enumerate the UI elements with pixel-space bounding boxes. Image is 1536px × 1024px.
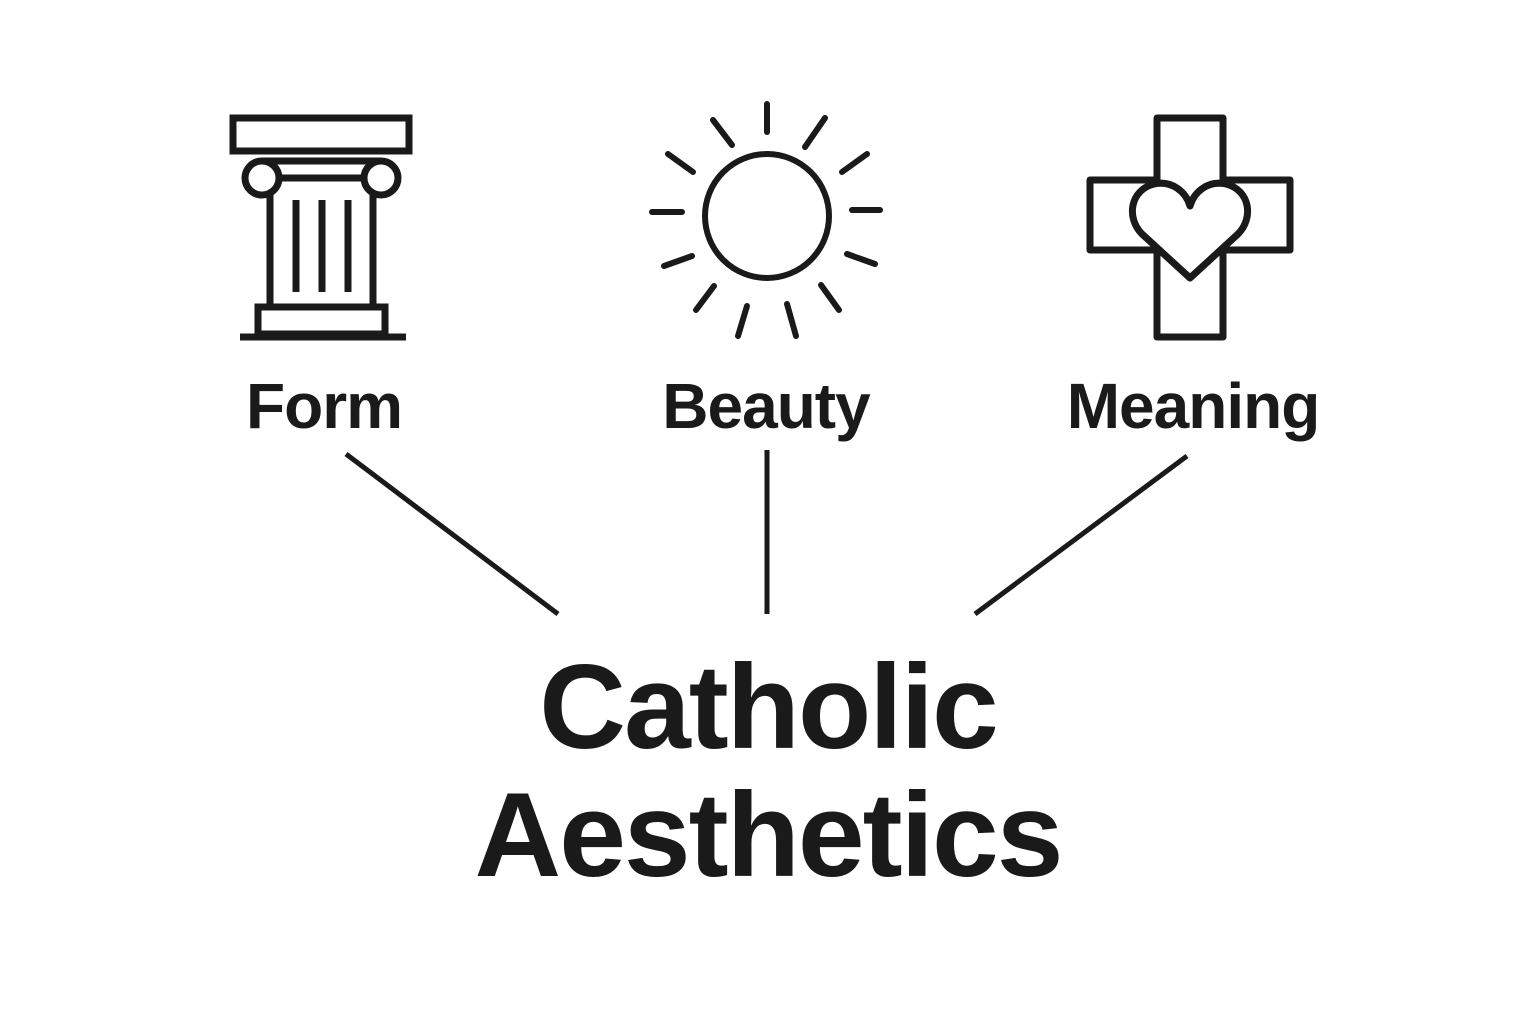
concept-label-meaning: Meaning [1066,370,1321,442]
title-line-2: Aesthetics [474,768,1064,902]
title-line-1: Catholic [539,640,998,774]
connector-form [344,452,560,616]
concept-label-beauty: Beauty [662,370,870,442]
cross-heart-icon [1086,114,1294,341]
concept-label-form: Form [246,370,403,442]
ionic-column-icon [229,114,413,341]
connector-meaning [973,453,1189,617]
connector-lines [344,450,1189,617]
sun-icon [649,101,883,339]
